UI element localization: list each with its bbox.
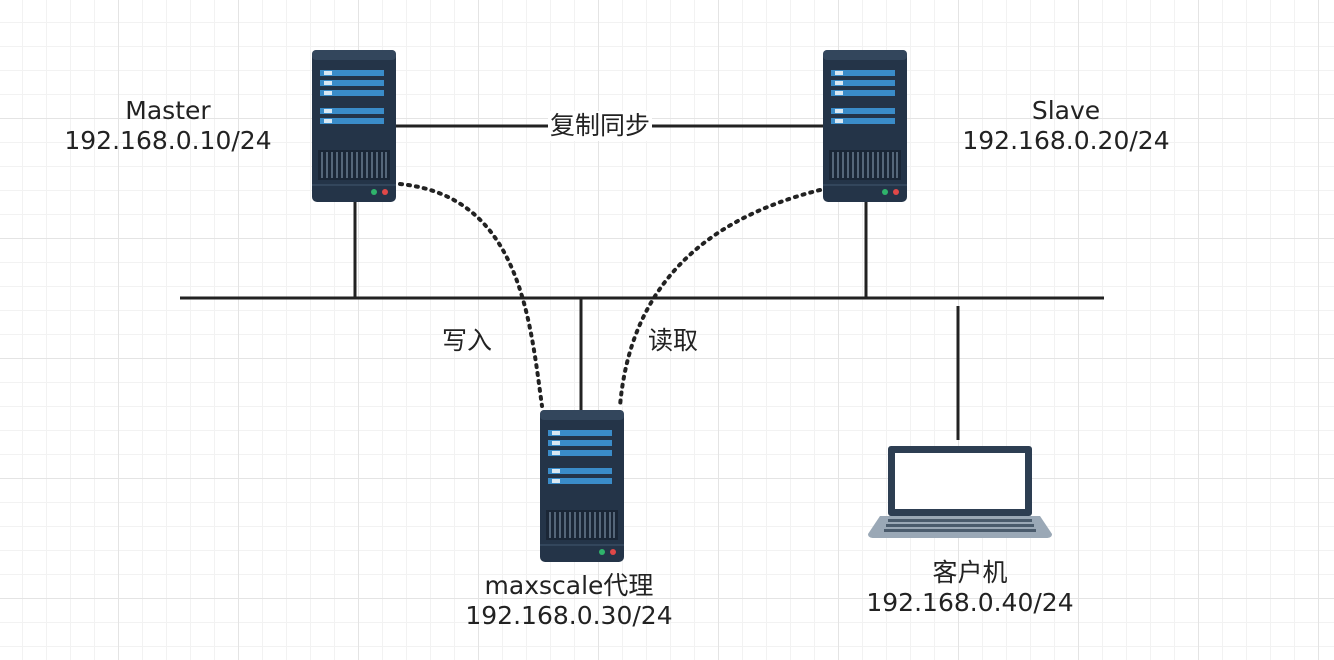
write-label: 写入 [442,326,493,355]
write-path [398,182,544,408]
proxy-name: maxscale代理 [484,571,654,600]
proxy-label: maxscale代理 192.168.0.30/24 [442,571,696,631]
slave-server-icon [822,49,908,203]
replication-label: 复制同步 [548,111,653,141]
master-server-icon [311,49,397,203]
client-label: 客户机 192.168.0.40/24 [850,558,1090,618]
master-label: Master 192.168.0.10/24 [48,96,288,156]
client-ip: 192.168.0.40/24 [866,588,1074,617]
slave-label: Slave 192.168.0.20/24 [946,96,1186,156]
proxy-ip: 192.168.0.30/24 [465,601,673,630]
client-name: 客户机 [932,558,1008,587]
master-name: Master [125,96,211,125]
read-path [618,188,822,408]
laptop-icon [868,446,1052,538]
slave-ip: 192.168.0.20/24 [962,126,1170,155]
slave-name: Slave [1031,96,1101,125]
read-label: 读取 [648,326,699,355]
proxy-server-icon [539,409,625,563]
master-ip: 192.168.0.10/24 [64,126,272,155]
